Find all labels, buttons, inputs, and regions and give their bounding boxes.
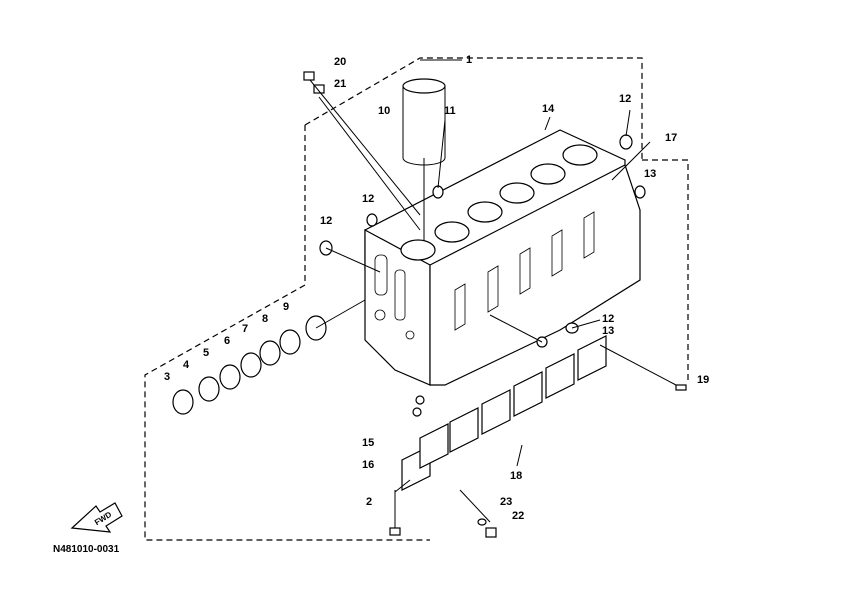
callout-13-b: 13: [602, 325, 614, 337]
callout-12-c: 12: [619, 93, 631, 105]
callout-5: 5: [203, 347, 209, 359]
forward-arrow-icon: FWD: [70, 502, 123, 533]
callout-16: 16: [362, 459, 374, 471]
callout-19: 19: [697, 374, 709, 386]
callout-3: 3: [164, 371, 170, 383]
callout-6: 6: [224, 335, 230, 347]
callout-15: 15: [362, 437, 374, 449]
leader-lines: [309, 59, 677, 523]
callout-23: 23: [500, 496, 512, 508]
assembly-boundary: [144, 57, 689, 541]
callout-13-a: 13: [644, 168, 656, 180]
callout-18: 18: [510, 470, 522, 482]
diagram-code: N481010-0031: [53, 544, 120, 555]
callout-11: 11: [444, 105, 456, 117]
callout-12-b: 12: [320, 215, 332, 227]
callout-labels: 1 2 3 4 5 6 7 8 9 10 11 12 12 12 12 13 1…: [164, 54, 709, 522]
callout-1: 1: [466, 54, 472, 66]
callout-21: 21: [334, 78, 346, 90]
callout-8: 8: [262, 313, 268, 325]
callout-7: 7: [242, 323, 248, 335]
bearing-caps: [401, 335, 607, 491]
callout-4: 4: [183, 359, 190, 371]
callout-10: 10: [378, 105, 390, 117]
bearing-shells: [172, 315, 327, 415]
cylinder-block: [364, 129, 641, 386]
callout-22: 22: [512, 510, 524, 522]
callout-17: 17: [665, 132, 677, 144]
callout-9: 9: [283, 301, 289, 313]
callout-20: 20: [334, 56, 346, 68]
cylinder-liner: [402, 78, 446, 166]
callout-12-a: 12: [362, 193, 374, 205]
callout-12-d: 12: [602, 313, 614, 325]
callout-14: 14: [542, 103, 555, 115]
callout-2: 2: [366, 496, 372, 508]
